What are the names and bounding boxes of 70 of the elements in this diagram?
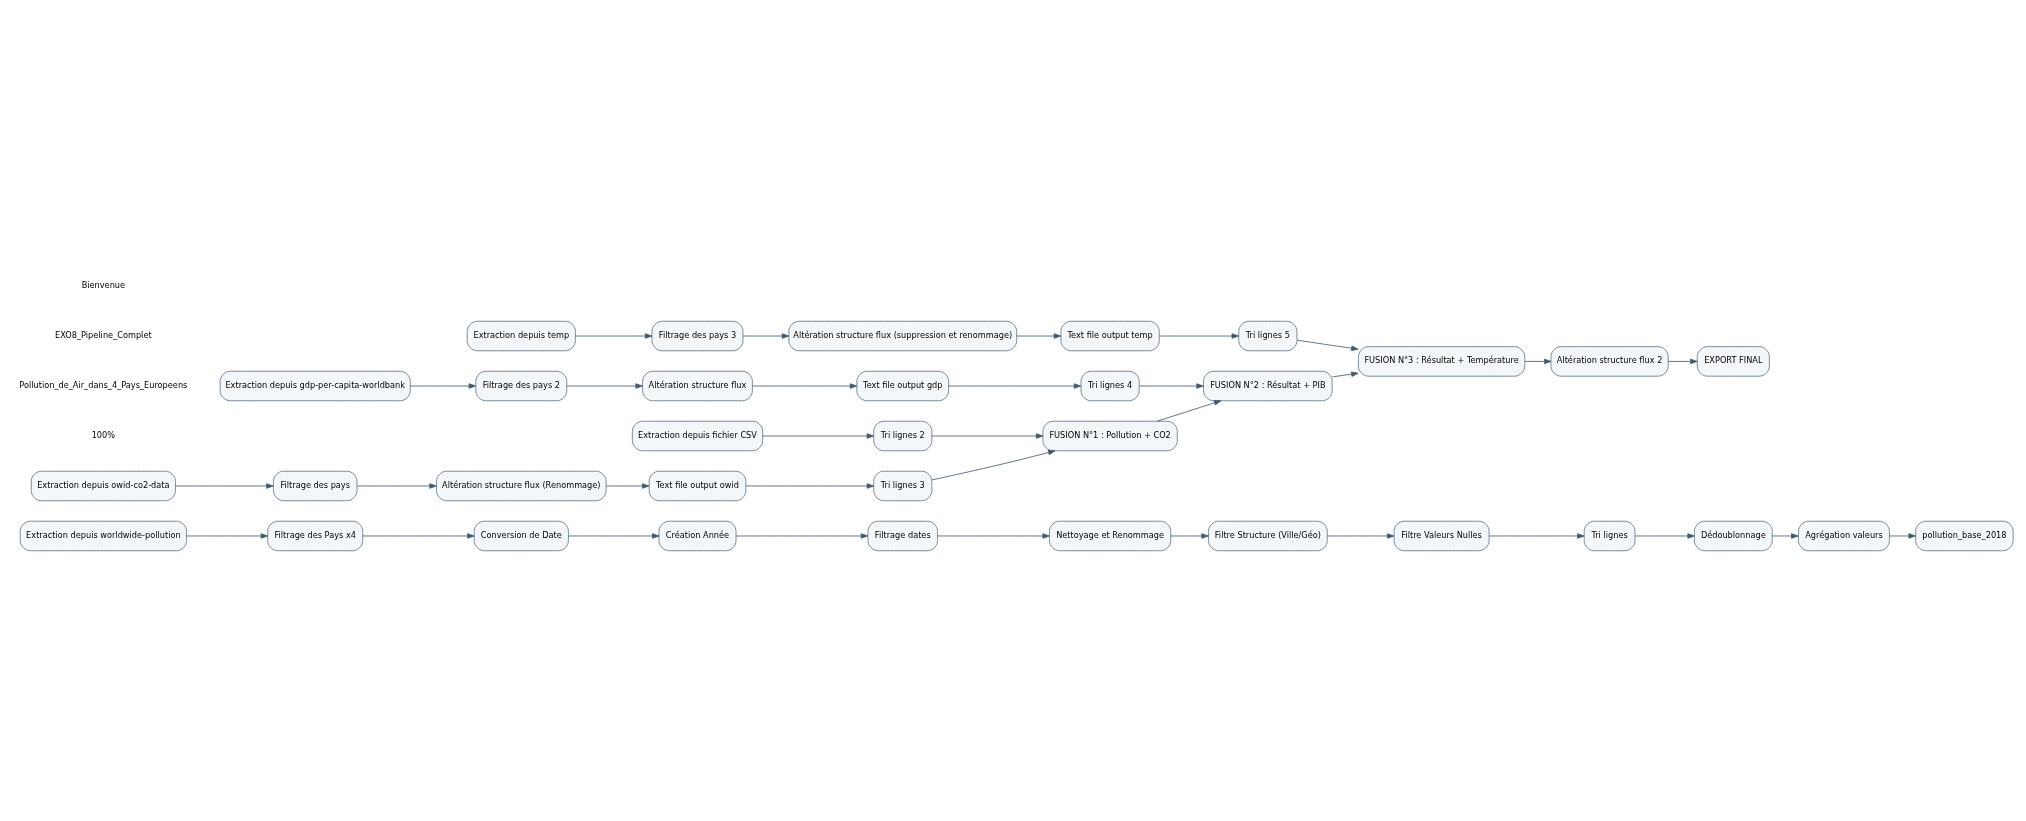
arrow	[1170, 532, 1209, 539]
arrow	[742, 332, 790, 339]
node-box: Text file output gdp	[856, 370, 950, 401]
node-box: Tri lignes	[1583, 520, 1636, 551]
arrow	[356, 482, 437, 489]
label: Pollution_de_Air_dans_4_Pays_Europeens	[19, 379, 188, 390]
label: 100%	[91, 429, 116, 440]
arrow	[931, 432, 1044, 439]
node-box: Dédoublonnage	[1694, 520, 1773, 551]
arrow	[175, 482, 274, 489]
node-box: EXPORT FINAL	[1696, 345, 1770, 377]
arrow	[186, 532, 269, 539]
arrow	[1889, 532, 1916, 539]
arrow	[1667, 358, 1698, 364]
arrow	[1634, 532, 1695, 539]
arrow	[1771, 532, 1799, 539]
arrow	[362, 532, 475, 539]
label: EXO8_Pipeline_Complet	[55, 329, 152, 340]
node-box: Nettoyage et Renommage	[1049, 520, 1172, 551]
arrow	[1524, 358, 1552, 364]
node-box: Extraction depuis fichier CSV	[631, 420, 764, 451]
arrow	[937, 532, 1050, 539]
node-box: Text file output owid	[648, 470, 747, 501]
node-box: FUSION N°1 : Pollution + CO2	[1042, 420, 1178, 451]
arrow	[566, 382, 643, 389]
node-box: Extraction depuis temp	[466, 320, 576, 351]
node-box: Text file output temp	[1060, 320, 1160, 351]
arrow	[1327, 532, 1395, 539]
label: Bienvenue	[81, 279, 126, 290]
node-box: Altération structure flux 2	[1550, 345, 1669, 377]
arrow	[410, 382, 477, 389]
node-box: FUSION N°2 : Résultat + PIB	[1203, 370, 1333, 401]
arrow	[568, 532, 660, 539]
arrow	[1156, 399, 1222, 422]
node-box: Extraction depuis worldwide-pollution	[19, 520, 187, 551]
arrow	[1296, 339, 1359, 351]
node-box: FUSION N°3 : Résultat + Température	[1358, 345, 1526, 377]
node-box: Filtrage des pays	[273, 470, 358, 501]
node-box: Altération structure flux (Renommage)	[436, 470, 607, 501]
arrow	[752, 382, 858, 389]
arrow	[1016, 332, 1062, 339]
node-box: pollution_base_2018	[1915, 520, 2014, 551]
node-box: Tri lignes 3	[873, 470, 933, 501]
node-box: Filtre Structure (Ville/Géo)	[1208, 520, 1328, 551]
arrow	[1139, 382, 1204, 389]
node-box: Tri lignes 4	[1080, 370, 1140, 401]
node-box: Filtrage des Pays x4	[267, 520, 364, 551]
node-box: Filtrage dates	[867, 520, 938, 551]
node-box: Altération structure flux (suppression et renommage)	[788, 320, 1018, 351]
node-box: Extraction depuis owid-co2-data	[30, 470, 176, 501]
arrow	[575, 332, 653, 339]
node-box: Tri lignes 2	[873, 420, 933, 451]
arrow	[762, 432, 875, 439]
arrow	[931, 449, 1056, 480]
arrow	[1159, 332, 1239, 339]
arrow	[948, 382, 1082, 389]
arrow	[605, 482, 650, 489]
node-box: Altération structure flux	[642, 370, 753, 401]
node-box: Tri lignes 5	[1238, 320, 1298, 351]
node-box: Conversion de Date	[473, 520, 569, 551]
node-box: Extraction depuis gdp-per-capita-worldbank	[219, 370, 411, 401]
node-box: Filtrage des pays 2	[475, 370, 568, 401]
node-box: Création Année	[658, 520, 737, 551]
node-box: Filtre Valeurs Nulles	[1393, 520, 1490, 551]
arrow	[745, 482, 875, 489]
node-box: Agrégation valeurs	[1798, 520, 1890, 551]
arrow	[1331, 370, 1359, 377]
node-box: Filtrage des pays 3	[651, 320, 744, 351]
arrow	[1488, 532, 1585, 539]
arrow	[735, 532, 869, 539]
